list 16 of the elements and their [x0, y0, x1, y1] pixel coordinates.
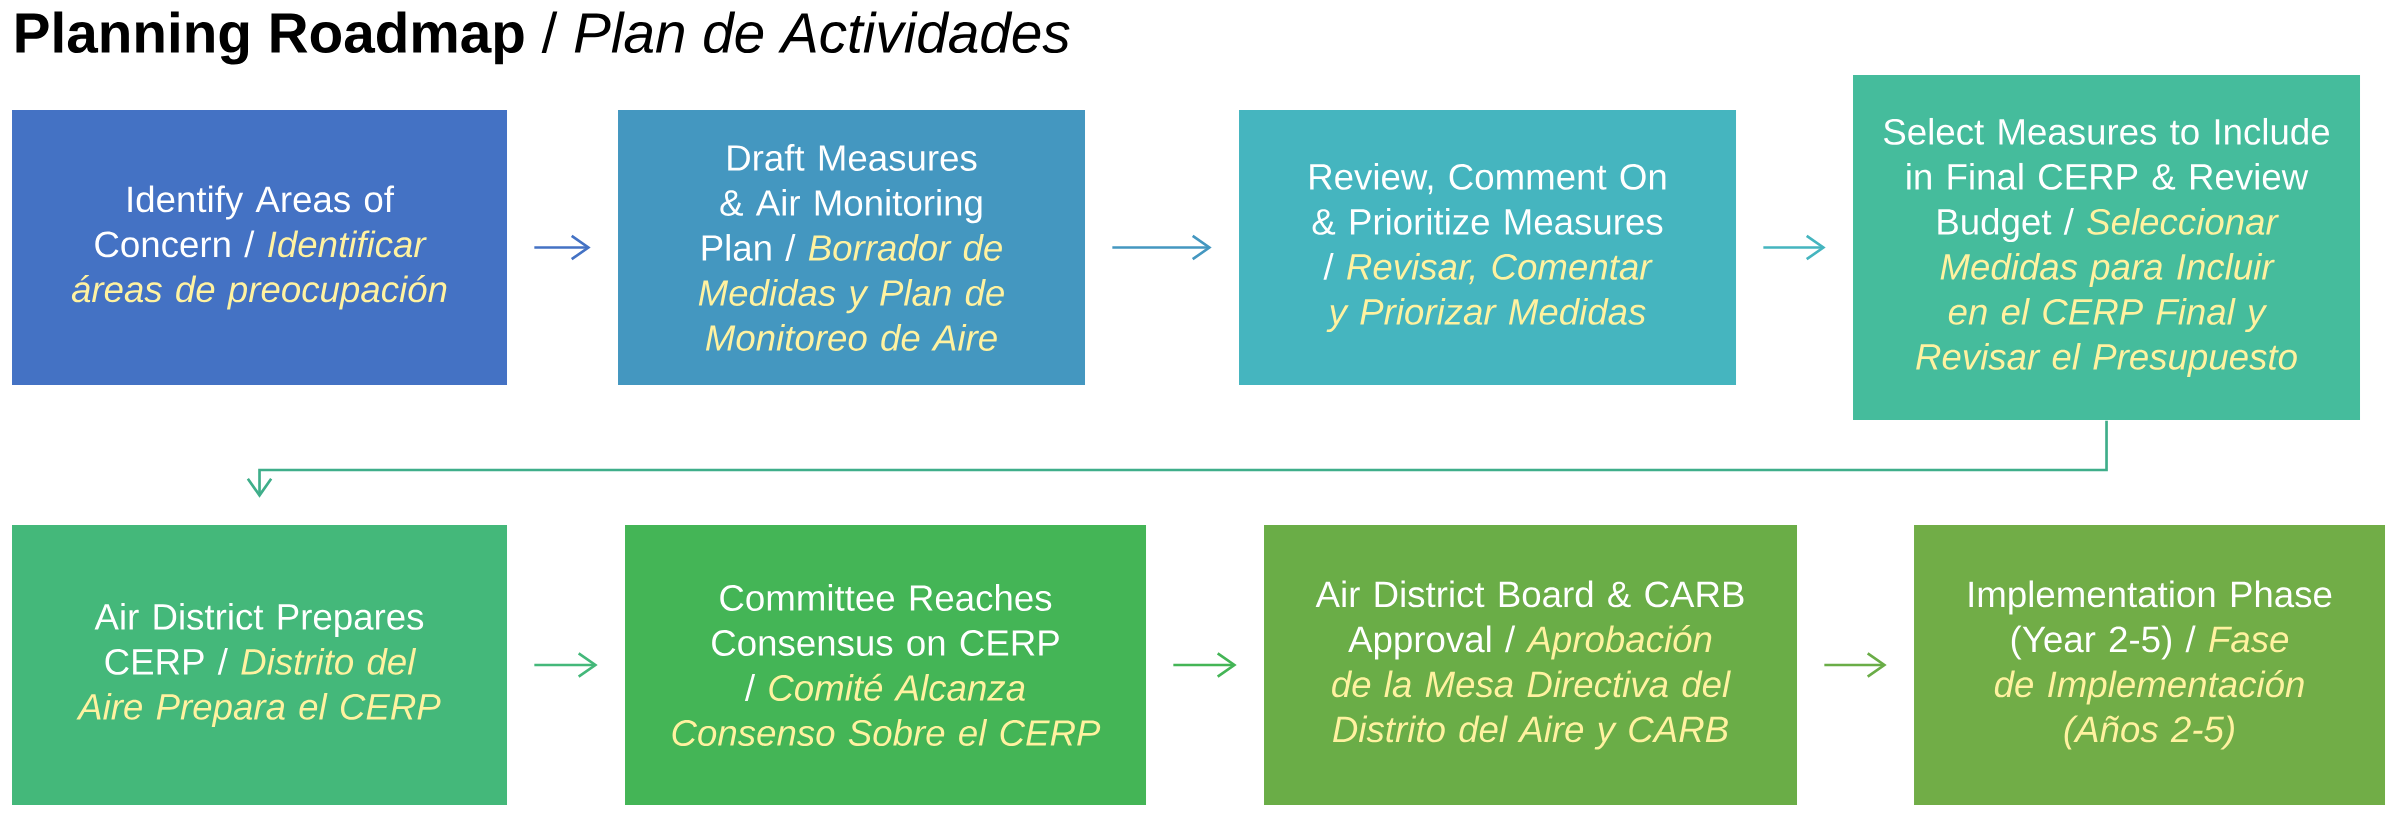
- process-box: Air District Board & CARB Approval / Aprobación de la Mesa Directiva del Distrito del Aire y CARB: [1264, 525, 1797, 805]
- process-box: Committee Reaches Consensus on CERP / Comité Alcanza Consenso Sobre el CERP: [625, 525, 1146, 805]
- arrow: [534, 652, 598, 678]
- arrow: [1173, 652, 1237, 678]
- process-box: Implementation Phase (Year 2-5) / Fase de Implementación (Años 2-5): [1914, 525, 2385, 805]
- process-box: Draft Measures & Air Monitoring Plan / Borrador de Medidas y Plan de Monitoreo de Aire: [618, 110, 1085, 385]
- arrow: [1112, 234, 1212, 261]
- arrow: [534, 234, 591, 261]
- arrow: [1824, 652, 1887, 678]
- process-box: Identify Areas of Concern / Identificar áreas de preocupación: [12, 110, 507, 385]
- arrow: [1763, 234, 1826, 261]
- process-box: Review, Comment On & Prioritize Measures / Revisar, Comentar y Priorizar Medidas: [1239, 110, 1736, 385]
- arrow: [246, 420, 2108, 498]
- process-box: Select Measures to Include in Final CERP & Review Budget / Seleccionar Medidas para Incluir en el CERP Final y Revisar el Presupuesto: [1853, 75, 2360, 420]
- title: Planning Roadmap / Plan de Actividades: [16, 11, 1070, 65]
- process-box: Air District Prepares CERP / Distrito del Aire Prepara el CERP: [12, 525, 507, 805]
